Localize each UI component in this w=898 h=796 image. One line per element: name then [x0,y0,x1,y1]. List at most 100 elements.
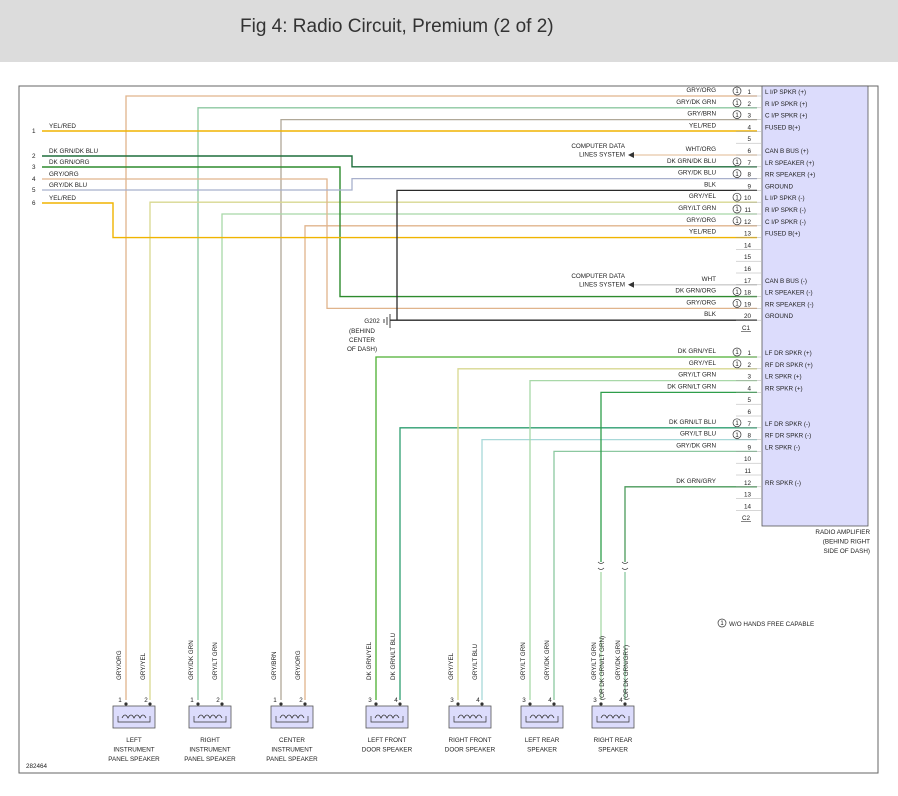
speaker-pin-number: 3 [450,697,454,704]
pin-function-label: LR SPKR (-) [765,444,800,451]
speaker-pin-number: 1 [190,697,194,704]
hands-free-symbol [732,169,742,178]
harness-wire-label: YEL/RED [49,195,76,202]
speaker-name-line: INSTRUMENT [271,747,312,754]
pin-function-label: RF DR SPKR (-) [765,433,811,440]
connector-pin-number: 5 [747,136,751,143]
speaker-name-line: SPEAKER [527,747,557,754]
speaker-wire-label: GRY/BRN [271,651,278,680]
hands-free-symbol-text: 1 [735,219,739,225]
splice-break-icon [597,561,605,570]
connector-pin-number: 7 [747,421,751,428]
pin-function-label: LR SPEAKER (-) [765,290,813,297]
speaker-pin-number: 2 [216,697,220,704]
speaker-coil-icon [121,714,147,719]
pin-function-label: GROUND [765,183,793,190]
speaker-coil-icon [457,714,483,719]
speaker-wire-sublabel: (OR DK GRN/LT GRN) [599,636,606,700]
speaker-coil-frame [193,716,227,723]
speaker-name-line: LEFT FRONT [368,737,407,744]
computer-data-label-line: COMPUTER DATA [571,143,625,150]
connector-pin-number: 6 [747,409,751,416]
hands-free-symbol-text: 1 [735,172,739,178]
speaker-wire-label: DK GRN/LT BLU [390,633,397,680]
computer-data-label-line: COMPUTER DATA [571,273,625,280]
pin-wire-color-label: GRY/DK GRN [676,99,716,106]
harness-terminal-number: 1 [32,128,36,135]
speaker-terminal-dot [279,702,283,706]
wire-ground-pin9 [396,189,757,321]
speaker-wire-label: GRY/LT GRN [520,642,527,680]
harness-wire-label: DK GRN/ORG [49,159,90,166]
hands-free-symbol [732,299,742,308]
connector-pin-number: 3 [747,374,751,381]
speaker-terminal-dot [303,702,307,706]
connector-pin-number: 10 [744,456,752,463]
pin-wire-color-label: GRY/ORG [686,299,716,306]
wire-c2-pin3 [529,379,757,700]
computer-data-label-line: LINES SYSTEM [579,152,625,159]
pin-function-label: RR SPEAKER (-) [765,301,814,308]
speaker-wire-label: DK GRN/YEL [366,641,373,680]
speaker-terminal-dot [124,702,128,706]
pin-wire-color-label: DK GRN/YEL [678,348,717,355]
connector-pin-number: 2 [747,101,751,108]
speaker-coil-icon [279,714,305,719]
speaker-wire-label: GRY/YEL [140,652,147,680]
pin-wire-color-label: GRY/YEL [689,360,717,367]
connector-pin-number: 8 [747,172,751,179]
connector-name: C2 [742,515,751,522]
speaker-name-line: DOOR SPEAKER [445,747,496,754]
wire-c2-pin8 [481,438,757,700]
hands-free-note-text: W/O HANDS FREE CAPABLE [729,621,814,628]
pin-wire-color-label: GRY/LT BLU [680,431,716,438]
speaker-pin-number: 2 [144,697,148,704]
hands-free-symbol-text: 1 [735,89,739,95]
hands-free-symbol [732,418,742,428]
amplifier-label-line: SIDE OF DASH) [823,548,870,555]
speaker-name-line: RIGHT [200,737,220,744]
speaker-wire-label: GRY/DK GRN [188,640,195,680]
pin-wire-color-label: YEL/RED [689,122,716,129]
hands-free-symbol-text: 1 [735,362,739,368]
connector-pin-number: 4 [747,385,751,392]
hands-free-symbol [732,430,742,439]
harness-terminal-number: 3 [32,164,36,171]
speaker-wire-label: GRY/DK GRN [544,640,551,680]
wire-c2-pin7 [399,427,757,700]
speaker-name-line: RIGHT FRONT [449,737,492,744]
speaker-pin-number: 4 [619,697,623,704]
speaker-coil-icon [197,714,223,719]
pin-function-label: LR SPKR (+) [765,374,802,381]
pin-wire-color-label: GRY/BRN [687,111,716,118]
speaker-wire-label: GRY/ORG [295,650,302,680]
pin-wire-color-label: GRY/ORG [686,217,716,224]
wire-c1-pin2 [197,107,757,700]
connector-pin-number: 19 [744,301,752,308]
hands-free-symbol-text: 1 [735,101,739,107]
hands-free-symbol [732,216,742,226]
harness-wire-label: GRY/ORG [49,171,79,178]
connector-pin-number: 16 [744,266,752,273]
wire-harness-5 [42,177,757,191]
connector-pin-number: 1 [747,89,751,96]
wire-c1-pin12 [304,225,757,700]
pin-wire-color-label: GRY/YEL [689,193,717,200]
speaker-terminal-dot [220,702,224,706]
pin-wire-color-label: BLK [704,311,717,318]
pin-wire-color-label: WHT [702,276,716,283]
amplifier-label-line: RADIO AMPLIFIER [815,529,870,536]
pin-function-label: RR SPKR (+) [765,385,803,392]
hands-free-symbol-text: 1 [735,290,739,296]
splice-break-icon [621,561,629,570]
hands-free-symbol [732,287,742,296]
diagram-frame [18,85,879,774]
speaker-terminal-dot [148,702,152,706]
wire-c2-pin4-upper [600,391,757,562]
pin-wire-color-label: GRY/DK BLU [678,170,716,177]
speaker-name-line: SPEAKER [598,747,628,754]
wire-c1-pin11 [221,213,757,700]
speaker-body [112,705,156,729]
